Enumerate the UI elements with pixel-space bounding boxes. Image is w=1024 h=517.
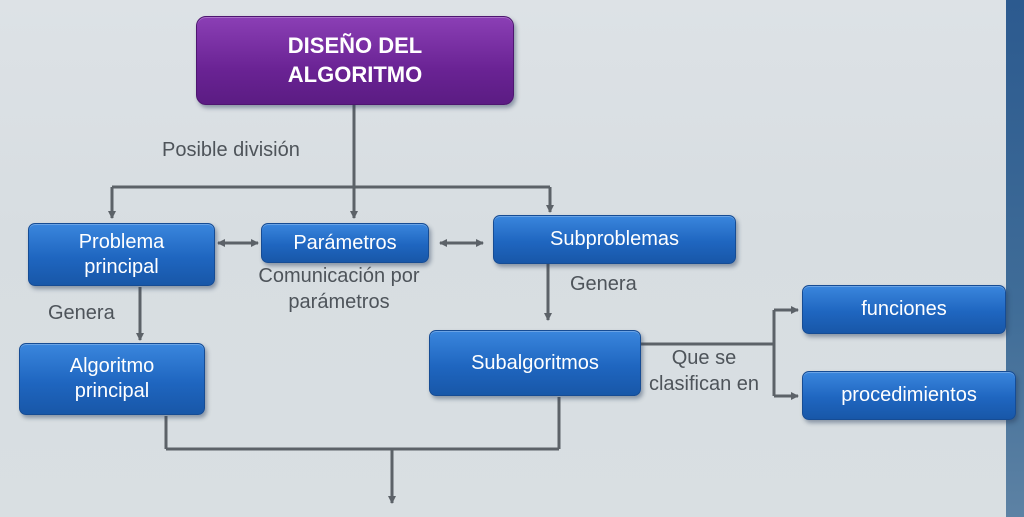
node-diseno-del-algoritmo: DISEÑO DEL ALGORITMO — [196, 16, 514, 105]
node-procedimientos-label: procedimientos — [841, 384, 977, 406]
node-funciones-label: funciones — [861, 298, 947, 320]
node-title-label: DISEÑO DEL ALGORITMO — [287, 32, 423, 87]
node-algoritmo-principal-label: Algoritmo principal — [69, 355, 155, 402]
node-parametros: Parámetros — [261, 223, 429, 263]
node-problema-principal-label: Problema principal — [78, 230, 165, 278]
edge-label-genera-left: Genera — [48, 302, 115, 324]
node-procedimientos: procedimientos — [802, 371, 1016, 420]
edge-label-que-se-clasifican: Que se clasifican en — [648, 347, 760, 395]
node-subproblemas-label: Subproblemas — [550, 228, 679, 250]
node-subalgoritmos: Subalgoritmos — [429, 330, 641, 396]
node-parametros-label: Parámetros — [293, 231, 397, 254]
node-problema-principal: Problema principal — [28, 223, 215, 286]
edge-label-comunicacion: Comunicación por parámetros — [258, 265, 420, 313]
node-funciones: funciones — [802, 285, 1006, 334]
edge-label-genera-right: Genera — [570, 273, 637, 295]
node-algoritmo-principal: Algoritmo principal — [19, 343, 205, 415]
node-subalgoritmos-label: Subalgoritmos — [471, 351, 599, 374]
edge-label-posible-division: Posible división — [162, 139, 300, 161]
node-subproblemas: Subproblemas — [493, 215, 736, 264]
